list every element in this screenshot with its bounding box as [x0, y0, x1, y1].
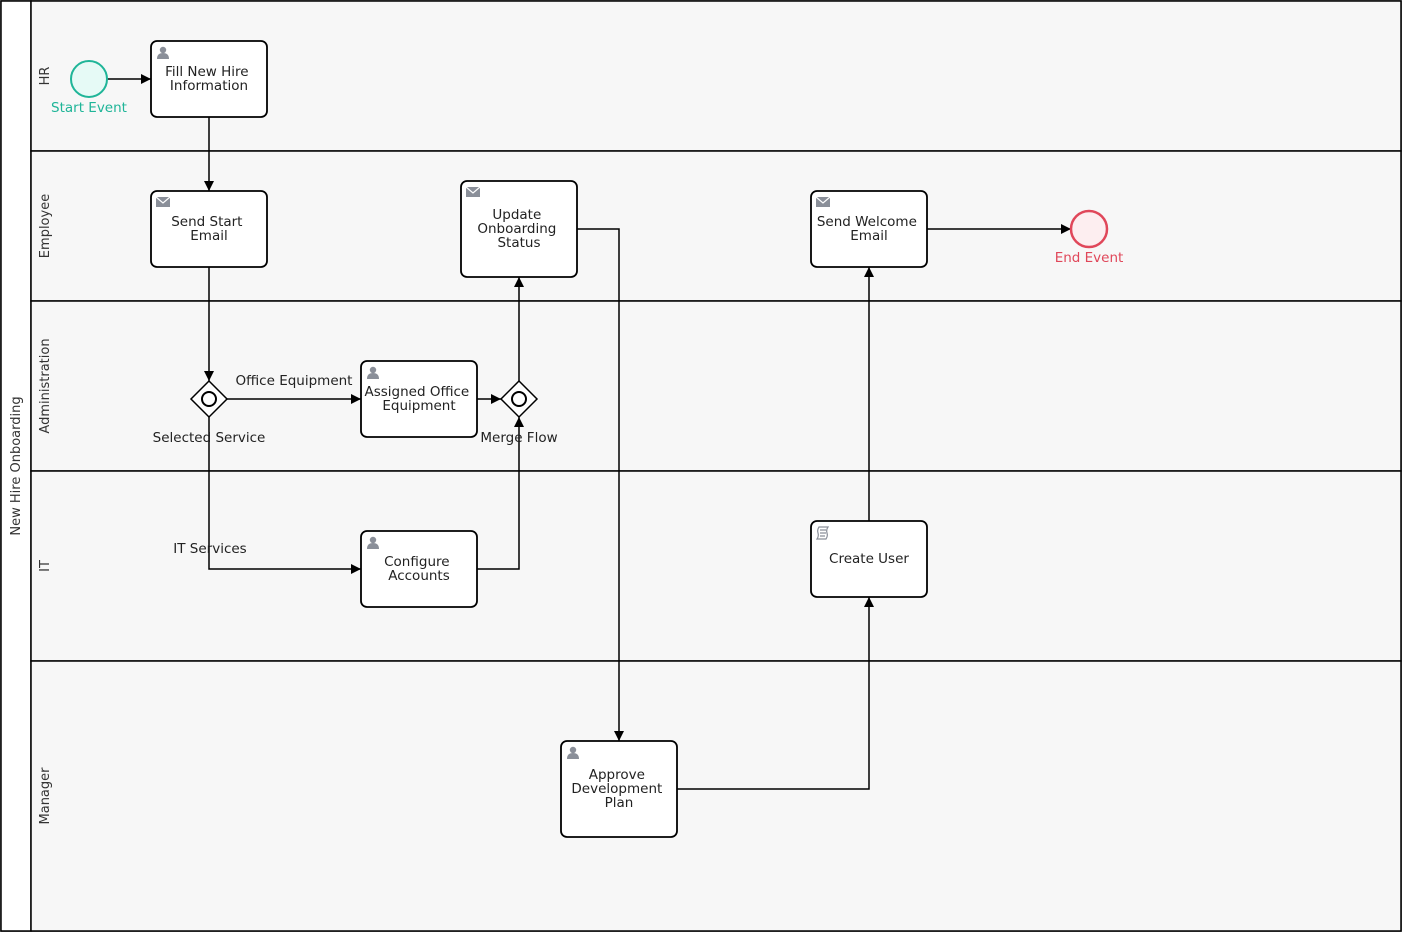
task-label: Assigned Office Equipment	[364, 384, 473, 414]
task-assigned-office-equipment[interactable]: Assigned Office Equipment	[360, 360, 478, 438]
task-fill-new-hire-information[interactable]: Fill New Hire Information	[150, 40, 268, 118]
lane-manager: Manager	[30, 660, 1402, 932]
gateway-merge-flow[interactable]: Merge Flow	[480, 379, 558, 446]
lane-it-label: IT	[38, 560, 53, 572]
lane-administration-label: Administration	[38, 338, 53, 433]
flow-update-to-approve[interactable]	[577, 228, 624, 741]
flow-label-it-services: IT Services	[173, 541, 246, 557]
gateway-selected-service[interactable]: Selected Service	[153, 379, 266, 446]
user-icon	[157, 46, 169, 59]
task-configure-accounts[interactable]: Configure Accounts	[360, 530, 478, 608]
task-box[interactable]	[150, 190, 268, 268]
task-label: Send Welcome Email	[817, 214, 921, 244]
task-label: Approve Development Plan	[571, 767, 666, 811]
task-box[interactable]	[360, 360, 478, 438]
start-event-label: Start Event	[51, 100, 127, 116]
pool-title: New Hire Onboarding	[9, 396, 24, 535]
lane-employee-label: Employee	[38, 194, 53, 258]
lane-administration: Administration	[30, 300, 1402, 472]
flow-label-office-equipment: Office Equipment	[236, 373, 353, 389]
task-box[interactable]	[810, 520, 928, 598]
end-event[interactable]: End Event	[1055, 209, 1124, 266]
lane-administration-area	[30, 300, 1402, 472]
start-event[interactable]: Start Event	[51, 60, 127, 116]
task-send-start-email[interactable]: Send Start Email	[150, 190, 268, 268]
lane-manager-area	[30, 660, 1402, 932]
flow-approve-to-createuser[interactable]	[677, 597, 874, 790]
gateway-diamond[interactable]	[189, 379, 229, 419]
gateway-diamond[interactable]	[499, 379, 539, 419]
task-box[interactable]	[150, 40, 268, 118]
task-send-welcome-email[interactable]: Send Welcome Email	[810, 190, 928, 268]
user-icon	[567, 746, 579, 759]
end-event-label: End Event	[1055, 250, 1124, 266]
task-label: Configure Accounts	[384, 554, 454, 584]
task-box[interactable]	[460, 180, 578, 278]
envelope-icon	[465, 186, 481, 197]
task-box[interactable]	[810, 190, 928, 268]
task-label: Update Onboarding Status	[477, 207, 560, 251]
task-label: Create User	[829, 551, 909, 567]
inclusive-marker-icon	[511, 391, 527, 407]
sequence-flows	[107, 74, 1071, 790]
envelope-icon	[815, 196, 831, 207]
lane-hr-label: HR	[38, 67, 53, 86]
flow-configure-to-merge[interactable]	[477, 417, 524, 570]
pool-header	[0, 0, 32, 932]
task-label: Send Start Email	[171, 214, 247, 244]
task-approve-development-plan[interactable]: Approve Development Plan	[560, 740, 678, 838]
task-box[interactable]	[360, 530, 478, 608]
gateway-label: Selected Service	[153, 430, 266, 446]
user-icon	[367, 366, 379, 379]
gateway-label: Merge Flow	[480, 430, 557, 446]
end-event-circle[interactable]	[1069, 209, 1109, 249]
lane-manager-label: Manager	[38, 767, 53, 825]
start-event-circle[interactable]	[70, 60, 108, 98]
task-update-onboarding-status[interactable]: Update Onboarding Status	[460, 180, 578, 278]
user-icon	[367, 536, 379, 549]
envelope-icon	[155, 196, 171, 207]
lane-it-area	[30, 470, 1402, 662]
script-icon	[815, 526, 830, 540]
task-label: Fill New Hire Information	[165, 64, 253, 94]
lane-it: IT	[30, 470, 1402, 662]
task-box[interactable]	[560, 740, 678, 838]
task-create-user[interactable]: Create User	[810, 520, 928, 598]
flow-gateway-to-configure[interactable]	[208, 417, 361, 574]
inclusive-marker-icon	[201, 391, 217, 407]
